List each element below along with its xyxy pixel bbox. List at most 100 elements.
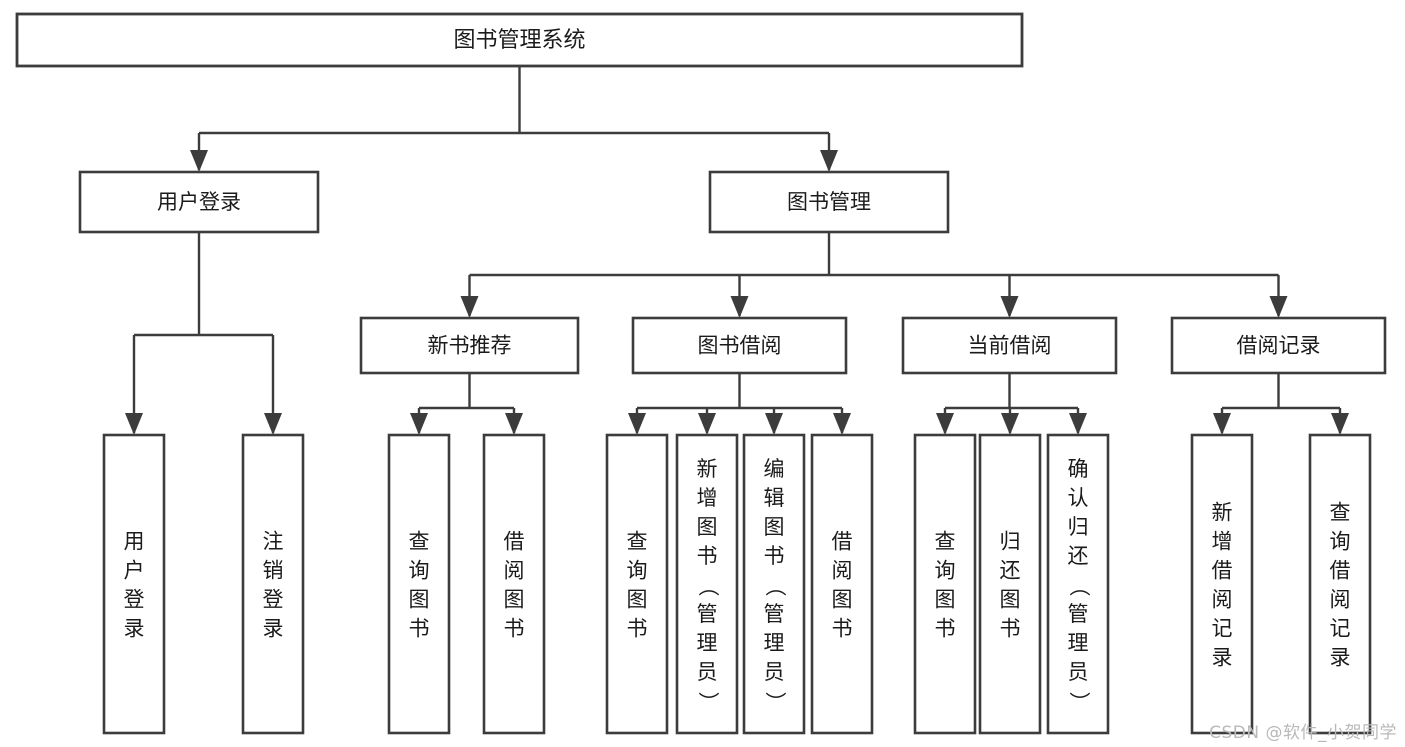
leaf-node-3-label-char: 书 [504,617,525,641]
leaf-node-12-label-char: 记 [1330,617,1351,641]
leaf-node-2-label-char: 查 [409,530,430,554]
leaf-node-12-label-char: 询 [1330,530,1351,554]
level1-node-0[interactable]: 用户登录 [78,170,320,234]
leaf-node-8-label-char: 书 [935,617,956,641]
leaf-node-8-rect[interactable] [913,433,977,735]
level1-node-0-label: 用户登录 [157,190,241,214]
connector-edges-layer [125,66,1349,435]
level2-node-1-rect[interactable] [631,316,848,375]
leaf-node-7-label-char: 阅 [832,559,853,583]
root-node-title-rect[interactable] [15,12,1024,68]
leaf-node-10-label-char: 归 [1068,515,1089,539]
leaf-node-10-rect[interactable] [1046,433,1110,735]
leaf-node-11-label-char: 阅 [1212,588,1233,612]
leaf-node-5-label-char: 增 [697,486,718,510]
leaf-node-10-label-char: 员 [1068,660,1089,684]
leaf-node-1-label-char: 销 [263,559,284,583]
level2-node-1[interactable]: 图书借阅 [631,316,848,375]
level2-node-1-label: 图书借阅 [698,334,782,358]
leaf-node-11-label-char: 增 [1212,530,1233,554]
leaf-node-6-rect[interactable] [742,433,806,735]
leaf-node-8-label-char: 询 [935,559,956,583]
leaf-node-5-rect[interactable] [675,433,739,735]
leaf-node-12-label-char: 借 [1330,559,1351,583]
leaf-node-12-label-char: 录 [1330,646,1351,670]
leaf-node-9-label-char: 还 [1000,559,1021,583]
leaf-node-5-label-char: 图 [697,515,718,539]
leaf-node-0-label-char: 户 [124,559,145,583]
leaf-node-6-label-char: 编 [764,457,785,481]
leaf-node-4-label-char: 查 [627,530,648,554]
level2-node-2-rect[interactable] [901,316,1118,375]
leaf-node-5-label-char: ） [696,692,720,713]
leaf-node-9-rect[interactable] [978,433,1042,735]
leaf-node-6-label-char: 理 [764,631,785,655]
arrow-head-icon [460,296,479,318]
leaf-node-4-label-char: 图 [627,588,648,612]
leaf-node-0-rect[interactable] [102,433,166,735]
leaf-node-1-label-char: 登 [263,588,284,612]
level2-node-3-rect[interactable] [1170,316,1387,375]
arrow-head-icon [936,413,954,435]
level2-node-0-label: 新书推荐 [428,334,512,358]
leaf-node-7-label-char: 借 [832,530,853,554]
leaf-node-0[interactable]: 用户登录 [102,433,166,735]
leaf-node-3-label-char: 图 [504,588,525,612]
level2-node-3[interactable]: 借阅记录 [1170,316,1387,375]
arrow-head-icon [698,413,716,435]
leaf-node-8-label-char: 查 [935,530,956,554]
leaf-node-3-label-char: 阅 [504,559,525,583]
leaf-node-1-label-char: 录 [263,617,284,641]
level2-node-0[interactable]: 新书推荐 [359,316,580,375]
leaf-node-10-label-char: （ [1067,576,1091,597]
leaf-node-10-label-char: 管 [1068,602,1089,626]
leaf-node-11-label-char: 录 [1212,646,1233,670]
leaf-node-7-label-char: 书 [832,617,853,641]
leaf-node-1-rect[interactable] [241,433,305,735]
level2-node-0-rect[interactable] [359,316,580,375]
leaf-node-12-label-char: 查 [1330,501,1351,525]
leaf-node-7-rect[interactable] [810,433,874,735]
root-node-title[interactable]: 图书管理系统 [15,12,1024,68]
leaf-node-0-label-char: 用 [124,530,145,554]
level1-node-0-rect[interactable] [78,170,320,234]
level1-node-1[interactable]: 图书管理 [708,170,950,234]
leaf-node-4-rect[interactable] [605,433,669,735]
leaf-node-3-rect[interactable] [482,433,546,735]
leaf-node-6-label-char: ） [763,692,787,713]
level1-node-1-rect[interactable] [708,170,950,234]
arrow-head-icon [833,413,851,435]
leaf-node-10-label-char: ） [1067,692,1091,713]
level2-node-2[interactable]: 当前借阅 [901,316,1118,375]
arrow-head-icon [765,413,783,435]
leaf-node-11-rect[interactable] [1190,433,1254,735]
watermark-text: CSDN @软件_小贺同学 [1209,723,1397,743]
leaf-node-12-rect[interactable] [1308,433,1372,735]
arrow-head-icon [505,413,523,435]
arrow-head-icon [1001,413,1019,435]
leaf-node-2-rect[interactable] [387,433,451,735]
arrow-head-icon [1331,413,1349,435]
leaf-node-6-label-char: 管 [764,602,785,626]
leaf-node-1-label-char: 注 [263,530,284,554]
leaf-node-6-label-char: 书 [764,544,785,568]
arrow-head-icon [1269,296,1288,318]
leaf-node-2-label-char: 图 [409,588,430,612]
leaf-node-11-label-char: 借 [1212,559,1233,583]
leaf-node-5-label-char: 管 [697,602,718,626]
leaf-node-10-label-char: 认 [1068,486,1089,510]
